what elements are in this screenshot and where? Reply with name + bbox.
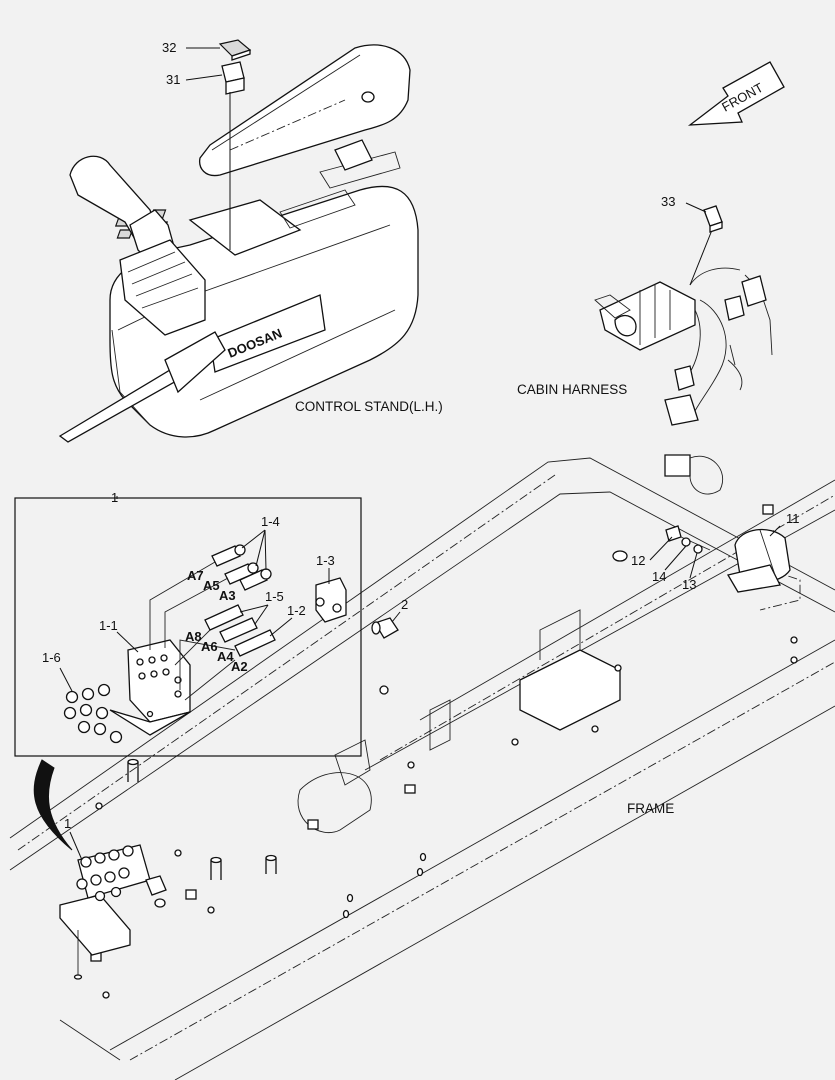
callout-1-main: 1 (64, 816, 71, 831)
cabin-harness (594, 229, 773, 426)
port-a3: A3 (219, 588, 236, 603)
callout-1-3: 1-3 (316, 553, 335, 568)
front-direction-arrow: FRONT (687, 61, 785, 126)
part-32-cover (218, 39, 252, 61)
callout-1-4: 1-4 (261, 514, 280, 529)
callout-1-1: 1-1 (99, 618, 118, 633)
callout-1-5: 1-5 (265, 589, 284, 604)
callout-32: 32 (162, 40, 176, 55)
assembled-valve-block (59, 844, 167, 980)
part-2-sensor (371, 617, 399, 639)
callout-31: 31 (166, 72, 180, 87)
port-a4: A4 (217, 649, 234, 664)
frame-structure (9, 454, 835, 1080)
fittings-1-4 (211, 544, 272, 591)
callout-14: 14 (652, 569, 666, 584)
port-a5: A5 (203, 578, 220, 593)
frame-holes (95, 550, 798, 999)
detail-box (14, 497, 362, 757)
bracket-holes (136, 654, 182, 718)
port-a6: A6 (201, 639, 218, 654)
port-a7: A7 (187, 568, 204, 583)
callout-13: 13 (682, 577, 696, 592)
detail-link-arrow (33, 759, 73, 851)
fittings-1-5 (204, 604, 276, 657)
part-14-washer (681, 537, 691, 547)
cabin-harness-caption: CABIN HARNESS (517, 382, 627, 397)
control-stand: DOOSAN (58, 44, 419, 443)
part-13-washer (693, 544, 703, 554)
frame-studs (90, 504, 774, 962)
port-a8: A8 (185, 629, 202, 644)
callout-12: 12 (631, 553, 645, 568)
callout-11: 11 (786, 511, 800, 526)
callout-1-detail: 1 (111, 490, 118, 505)
callout-2: 2 (401, 597, 408, 612)
port-a2: A2 (231, 659, 248, 674)
valve-fittings (76, 845, 134, 902)
nuts-1-6 (63, 683, 123, 744)
part-11-alarm (726, 528, 791, 593)
part-31-switch (221, 61, 245, 250)
callout-1-6: 1-6 (42, 650, 61, 665)
callout-33: 33 (661, 194, 675, 209)
frame-caption: FRAME (627, 801, 674, 816)
callout-leaders (59, 47, 781, 861)
control-stand-caption: CONTROL STAND(L.H.) (295, 399, 443, 414)
part-33-connector (703, 205, 723, 233)
callout-1-2: 1-2 (287, 603, 306, 618)
